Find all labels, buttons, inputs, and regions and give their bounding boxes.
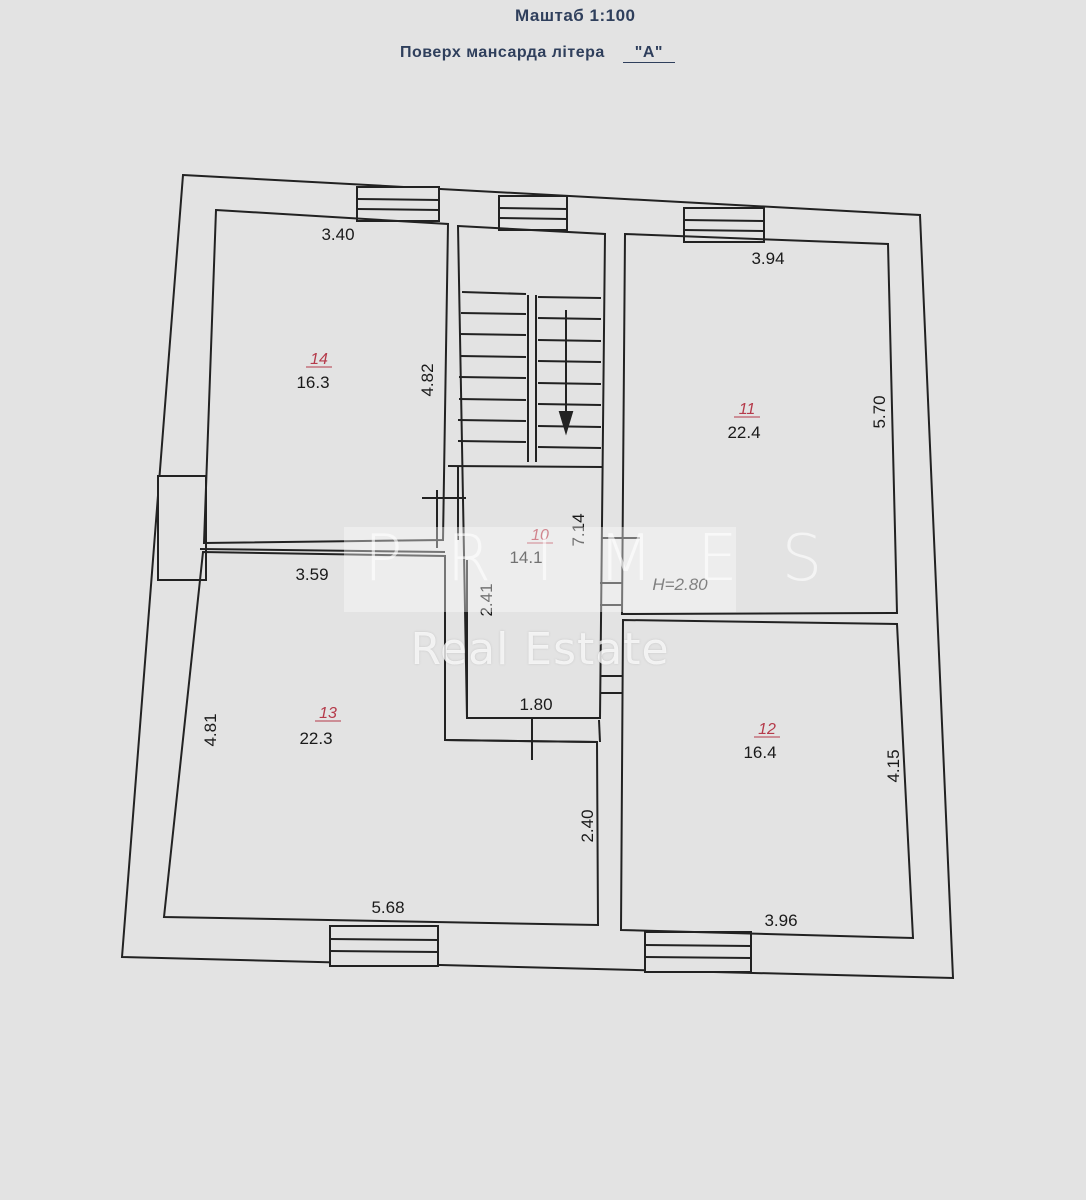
room-11-area: 22.4: [727, 423, 760, 442]
room-11-length: 5.70: [870, 395, 889, 428]
room-13-area: 22.3: [299, 729, 332, 748]
room-14-area: 16.3: [296, 373, 329, 392]
floor-label: Поверх мансарда літера: [400, 44, 605, 61]
room-13-width-bottom: 5.68: [371, 898, 404, 917]
room-10-outline: [456, 224, 607, 719]
watermark-box: [344, 527, 736, 612]
room-13-offset: 2.40: [578, 809, 597, 842]
scale-label: Маштаб 1:100: [515, 6, 636, 25]
room-14-length: 4.82: [418, 363, 437, 396]
room-10-width-lower: 2.41: [477, 583, 496, 616]
room-10-depth: 1.80: [519, 695, 552, 714]
room-10-number: 10: [531, 527, 549, 544]
staircase: [457, 291, 602, 462]
room-11-outline: [620, 232, 899, 616]
watermark-letters: PRIMES: [364, 522, 867, 596]
room-14-width: 3.40: [321, 225, 354, 244]
window-bottom-2: [644, 931, 752, 973]
room-12-length: 4.15: [884, 749, 903, 782]
room-14-outline: [202, 208, 450, 545]
room-13-width-top: 3.59: [295, 565, 328, 584]
ceiling-height: H=2.80: [652, 575, 708, 594]
room-10-area: 14.1: [509, 548, 542, 567]
window-top-2: [498, 195, 568, 231]
watermark-subtitle: Real Estate: [410, 624, 670, 675]
room-14-number: 14: [310, 351, 328, 368]
room-13-length: 4.81: [201, 713, 220, 746]
room-11-width: 3.94: [751, 249, 784, 268]
room-12-area: 16.4: [743, 743, 776, 762]
door-marks: [422, 490, 640, 760]
room-12-width: 3.96: [764, 911, 797, 930]
room-10-length: 7.14: [569, 513, 588, 546]
room-13-number: 13: [319, 705, 337, 722]
window-top-3: [683, 207, 765, 243]
room-12-number: 12: [758, 721, 776, 738]
floor-title: Поверх мансарда літера "А": [400, 44, 676, 63]
window-left: [157, 475, 207, 581]
room-11-number: 11: [739, 401, 756, 418]
outer-wall-outline: [120, 173, 955, 980]
window-bottom-1: [329, 925, 439, 967]
room-number-underlines: [306, 366, 780, 738]
window-top-1: [356, 186, 440, 222]
room-12-outline: [619, 618, 915, 940]
letter-label: "А": [622, 44, 676, 63]
